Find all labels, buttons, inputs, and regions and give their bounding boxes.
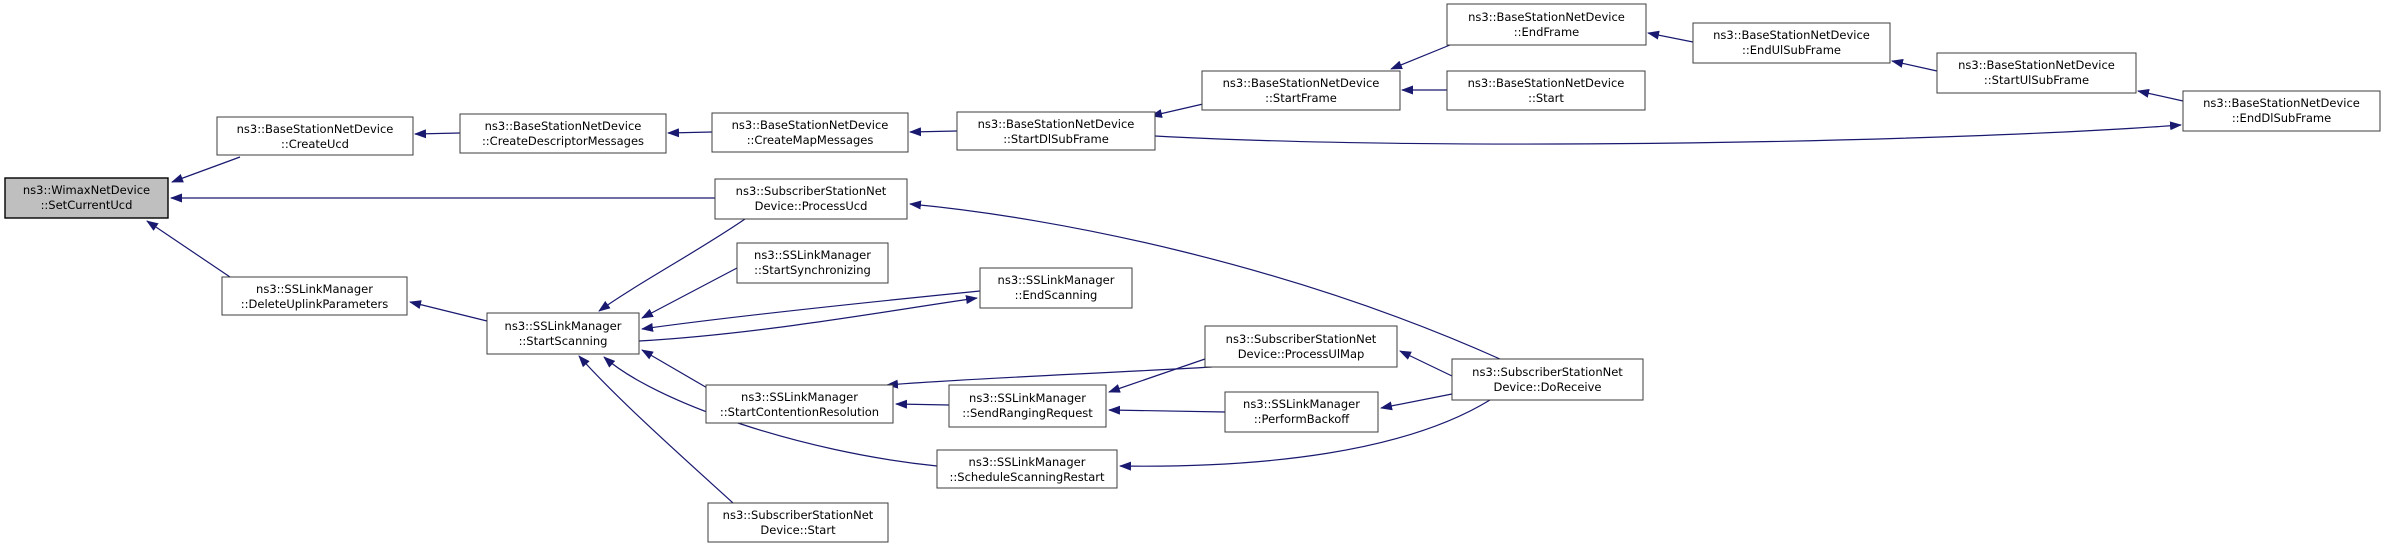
svg-text:::ScheduleScanningRestart: ::ScheduleScanningRestart [950,470,1105,484]
node-start-synchronizing[interactable]: ns3::SSLinkManager ::StartSynchronizing [736,242,889,284]
svg-text:ns3::SSLinkManager: ns3::SSLinkManager [505,319,622,333]
node-schedule-scanning-restart[interactable]: ns3::SSLinkManager ::ScheduleScanningRes… [936,449,1118,489]
node-process-ul-map[interactable]: ns3::SubscriberStationNet Device::Proces… [1204,325,1398,368]
node-create-map-messages[interactable]: ns3::BaseStationNetDevice ::CreateMapMes… [711,112,909,153]
svg-text:ns3::SSLinkManager: ns3::SSLinkManager [256,282,373,296]
edge-start-ul-sub-frame-to-end-ul-sub-frame [1891,58,1938,72]
node-create-descriptor-messages[interactable]: ns3::BaseStationNetDevice ::CreateDescri… [459,113,667,154]
svg-text:::CreateDescriptorMessages: ::CreateDescriptorMessages [482,134,644,148]
node-start-scanning[interactable]: ns3::SSLinkManager ::StartScanning [486,312,640,355]
edge-start-dl-sub-frame-to-end-dl-sub-frame [1154,121,2182,145]
svg-text:::SetCurrentUcd: ::SetCurrentUcd [41,198,133,212]
svg-text:ns3::BaseStationNetDevice: ns3::BaseStationNetDevice [1713,28,1870,42]
svg-text:ns3::WimaxNetDevice: ns3::WimaxNetDevice [23,183,150,197]
node-ss-start[interactable]: ns3::SubscriberStationNet Device::Start [707,502,889,543]
node-process-ucd[interactable]: ns3::SubscriberStationNet Device::Proces… [714,178,908,220]
edge-start-synchronizing-to-start-scanning [641,267,738,319]
node-start-ul-sub-frame[interactable]: ns3::BaseStationNetDevice ::StartUlSubFr… [1936,52,2137,94]
svg-text:ns3::BaseStationNetDevice: ns3::BaseStationNetDevice [978,117,1135,131]
edge-create-map-messages-to-create-descriptor [667,128,713,138]
svg-text:ns3::SubscriberStationNet: ns3::SubscriberStationNet [736,184,887,198]
svg-text:::StartSynchronizing: ::StartSynchronizing [754,263,871,277]
edge-ss-start-to-start-scanning [578,355,734,504]
svg-text:::CreateMapMessages: ::CreateMapMessages [747,133,874,147]
svg-text:::StartScanning: ::StartScanning [519,334,608,348]
svg-text:::EndScanning: ::EndScanning [1015,288,1098,302]
svg-text:ns3::SubscriberStationNet: ns3::SubscriberStationNet [1226,332,1377,346]
svg-text:::StartDlSubFrame: ::StartDlSubFrame [1003,132,1109,146]
node-start-contention-resolution[interactable]: ns3::SSLinkManager ::StartContentionReso… [705,384,894,424]
node-do-receive[interactable]: ns3::SubscriberStationNet Device::DoRece… [1451,358,1644,401]
svg-text:::EndFrame: ::EndFrame [1514,25,1579,39]
edge-do-receive-to-process-ucd [909,200,1501,360]
edge-do-receive-to-process-ul-map [1399,350,1453,377]
edge-end-frame-to-start-frame [1390,44,1451,70]
node-end-ul-sub-frame[interactable]: ns3::BaseStationNetDevice ::EndUlSubFram… [1692,22,1891,64]
svg-text:ns3::BaseStationNetDevice: ns3::BaseStationNetDevice [732,118,889,132]
edge-process-ul-map-to-start-contention [886,366,1213,389]
svg-text:::CreateUcd: ::CreateUcd [281,137,349,151]
edge-start-scanning-to-delete-uplink-parameters [409,300,488,322]
svg-text:::EndUlSubFrame: ::EndUlSubFrame [1742,43,1841,57]
svg-text:::StartFrame: ::StartFrame [1265,91,1337,105]
node-create-ucd[interactable]: ns3::BaseStationNetDevice ::CreateUcd [216,116,414,156]
node-start-dl-sub-frame[interactable]: ns3::BaseStationNetDevice ::StartDlSubFr… [956,111,1156,151]
edge-do-receive-to-perform-backoff [1380,393,1453,411]
node-send-ranging-request[interactable]: ns3::SSLinkManager ::SendRangingRequest [948,384,1107,428]
svg-text:ns3::SSLinkManager: ns3::SSLinkManager [741,390,858,404]
svg-text:ns3::SSLinkManager: ns3::SSLinkManager [969,455,1086,469]
svg-text:ns3::SSLinkManager: ns3::SSLinkManager [969,391,1086,405]
svg-text:ns3::BaseStationNetDevice: ns3::BaseStationNetDevice [1223,76,1380,90]
svg-text:::SendRangingRequest: ::SendRangingRequest [962,406,1093,420]
svg-text:ns3::SSLinkManager: ns3::SSLinkManager [754,248,871,262]
edge-perform-backoff-to-send-ranging-request [1108,405,1226,415]
edge-process-ucd-to-start-scanning [598,218,746,312]
edge-process-ul-map-to-send-ranging-request [1108,358,1206,393]
edge-start-frame-to-start-dl-sub-frame [1150,103,1204,118]
svg-text:ns3::BaseStationNetDevice: ns3::BaseStationNetDevice [1958,58,2115,72]
svg-text:::DeleteUplinkParameters: ::DeleteUplinkParameters [241,297,388,311]
edge-start-scanning-to-end-scanning [638,295,978,342]
svg-text:Device::ProcessUcd: Device::ProcessUcd [755,199,868,213]
edge-create-descriptor-messages-to-create-ucd [414,129,461,139]
svg-text:::StartContentionResolution: ::StartContentionResolution [720,405,879,419]
svg-text:ns3::SubscriberStationNet: ns3::SubscriberStationNet [723,508,874,522]
edge-end-ul-sub-frame-to-end-frame [1647,30,1694,43]
svg-text:ns3::BaseStationNetDevice: ns3::BaseStationNetDevice [485,119,642,133]
svg-text:ns3::SSLinkManager: ns3::SSLinkManager [998,273,1115,287]
edge-start-contention-resolution-to-start-scanning [641,349,710,390]
svg-text:Device::Start: Device::Start [760,523,836,537]
svg-text:::EndDlSubFrame: ::EndDlSubFrame [2232,111,2331,125]
nodes: ns3::WimaxNetDevice ::SetCurrentUcd ns3:… [4,3,2381,543]
edge-end-dl-sub-frame-to-start-ul-sub-frame [2137,88,2184,102]
svg-text:ns3::BaseStationNetDevice: ns3::BaseStationNetDevice [1468,10,1625,24]
svg-text:::Start: ::Start [1528,91,1564,105]
edge-end-scanning-to-start-scanning [641,290,981,332]
svg-text:Device::DoReceive: Device::DoReceive [1494,380,1602,394]
svg-text:::StartUlSubFrame: ::StartUlSubFrame [1984,73,2089,87]
svg-text:ns3::BaseStationNetDevice: ns3::BaseStationNetDevice [1468,76,1625,90]
node-bs-start[interactable]: ns3::BaseStationNetDevice ::Start [1446,70,1646,111]
node-perform-backoff[interactable]: ns3::SSLinkManager ::PerformBackoff [1224,391,1379,433]
edge-send-ranging-request-to-start-contention [895,399,950,409]
node-end-frame[interactable]: ns3::BaseStationNetDevice ::EndFrame [1446,3,1647,46]
svg-text:ns3::BaseStationNetDevice: ns3::BaseStationNetDevice [2203,96,2360,110]
edge-create-ucd-to-set-current-ucd [171,156,241,183]
node-delete-uplink-parameters[interactable]: ns3::SSLinkManager ::DeleteUplinkParamet… [221,276,408,316]
svg-text:Device::ProcessUlMap: Device::ProcessUlMap [1238,347,1365,361]
svg-text:ns3::BaseStationNetDevice: ns3::BaseStationNetDevice [237,122,394,136]
edge-delete-uplink-parameters-to-set-current-ucd [146,220,231,278]
node-start-frame[interactable]: ns3::BaseStationNetDevice ::StartFrame [1201,70,1401,111]
node-end-scanning[interactable]: ns3::SSLinkManager ::EndScanning [979,267,1133,309]
edges [146,30,2184,504]
node-set-current-ucd: ns3::WimaxNetDevice ::SetCurrentUcd [4,177,169,219]
edge-do-receive-to-schedule-scanning-restart [1119,399,1491,471]
node-end-dl-sub-frame[interactable]: ns3::BaseStationNetDevice ::EndDlSubFram… [2182,90,2381,132]
svg-text:ns3::SubscriberStationNet: ns3::SubscriberStationNet [1472,365,1623,379]
edge-start-dl-sub-frame-to-create-map-messages [909,127,958,137]
svg-text:ns3::SSLinkManager: ns3::SSLinkManager [1243,397,1360,411]
svg-text:::PerformBackoff: ::PerformBackoff [1254,412,1350,426]
